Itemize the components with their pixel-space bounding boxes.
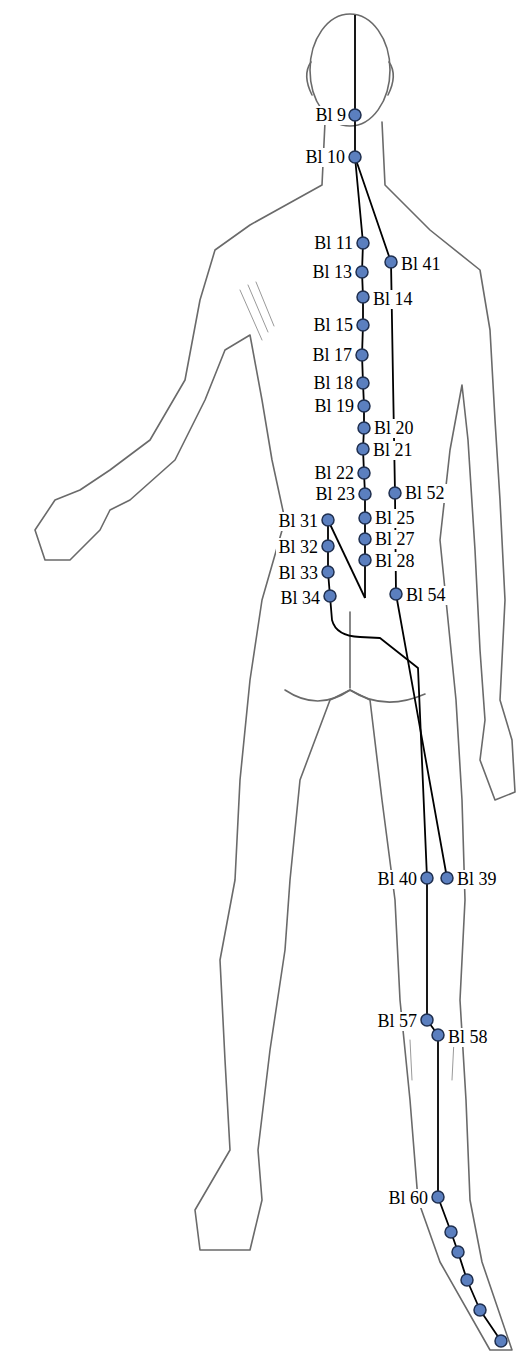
buttock-line: [349, 612, 351, 688]
meridian-line: [328, 520, 501, 1341]
point-label: Bl 22: [312, 464, 356, 483]
point-label: Bl 52: [403, 484, 447, 503]
meridian-line: [355, 15, 365, 598]
point-label: Bl 19: [312, 397, 356, 416]
point-label: Bl 31: [276, 512, 320, 531]
acupoint-dot: [359, 488, 371, 500]
point-label: Bl 23: [313, 485, 357, 504]
point-label: Bl 57: [375, 1012, 419, 1031]
acupoint-dot: [324, 590, 336, 602]
acupoint-dot: [385, 256, 397, 268]
point-label: Bl 41: [399, 255, 443, 274]
acupoint-dot: [432, 1191, 444, 1203]
point-label: Bl 13: [310, 263, 354, 282]
acupoint-dot: [389, 487, 401, 499]
acupoint-dot: [421, 1014, 433, 1026]
acupoint-dot: [349, 151, 361, 163]
acupoint-dot: [359, 554, 371, 566]
acupoint-dot: [358, 467, 370, 479]
acupoint-dot: [322, 514, 334, 526]
acupoint-dot: [358, 400, 370, 412]
point-label: Bl 14: [371, 290, 415, 309]
head-outline: [310, 14, 390, 126]
acupoint-dot: [359, 533, 371, 545]
acupoint-dot: [452, 1246, 464, 1258]
acupoint-dot: [421, 872, 433, 884]
acupoint-dot: [357, 377, 369, 389]
point-label: Bl 21: [371, 441, 415, 460]
body-outline: [35, 122, 515, 1350]
acupoint-dot: [357, 319, 369, 331]
point-label: Bl 60: [386, 1189, 430, 1208]
acupoint-dot: [474, 1304, 486, 1316]
acupoint-dot: [357, 291, 369, 303]
acupoint-dot: [357, 237, 369, 249]
point-label: Bl 39: [455, 870, 499, 889]
point-label: Bl 18: [311, 374, 355, 393]
point-label: Bl 10: [303, 148, 347, 167]
point-label: Bl 54: [404, 586, 448, 605]
meridian-line: [355, 157, 447, 878]
point-label: Bl 17: [310, 346, 354, 365]
point-label: Bl 58: [446, 1028, 490, 1047]
acupoint-dot: [322, 540, 334, 552]
acupoint-dot: [441, 872, 453, 884]
acupoint-dot: [495, 1335, 507, 1347]
point-label: Bl 15: [311, 316, 355, 335]
acupoint-dot: [322, 566, 334, 578]
acupoint-dot: [358, 422, 370, 434]
acupoint-dot: [349, 109, 361, 121]
point-label: Bl 40: [375, 870, 419, 889]
acupoint-dot: [390, 588, 402, 600]
point-label: Bl 32: [276, 538, 320, 557]
point-label: Bl 25: [373, 509, 417, 528]
ear-outline: [388, 62, 393, 95]
point-label: Bl 27: [373, 530, 417, 549]
acupoint-dot: [357, 443, 369, 455]
point-label: Bl 20: [372, 419, 416, 438]
ear-outline: [307, 62, 312, 95]
shading-line: [240, 282, 274, 340]
acupoint-dot: [461, 1274, 473, 1286]
acupoint-dot: [432, 1029, 444, 1041]
point-label: Bl 9: [313, 106, 348, 125]
buttock-line: [285, 690, 425, 702]
point-label: Bl 11: [312, 234, 355, 253]
point-label: Bl 33: [276, 564, 320, 583]
point-label: Bl 28: [373, 552, 417, 571]
acupoint-dot: [445, 1226, 457, 1238]
acupoint-dot: [356, 349, 368, 361]
point-label: Bl 34: [278, 589, 322, 608]
acupoint-dot: [359, 512, 371, 524]
acupoint-dot: [356, 266, 368, 278]
